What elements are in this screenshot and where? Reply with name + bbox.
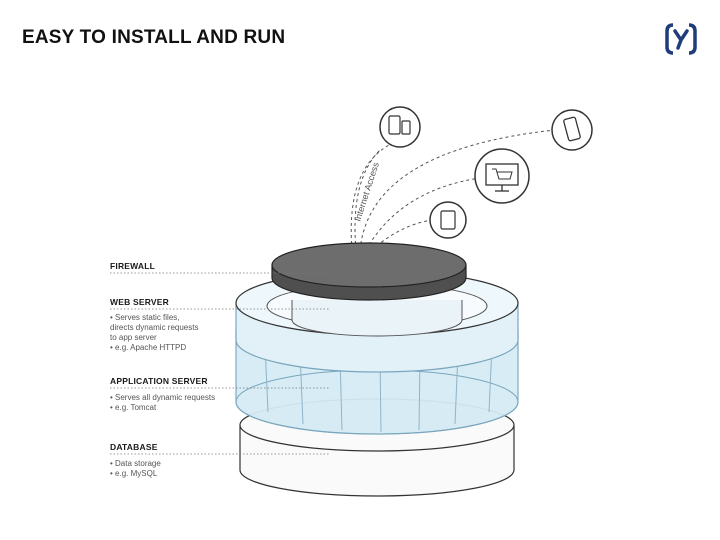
web-server-detail: • e.g. Apache HTTPD bbox=[110, 343, 187, 352]
application-server-details: • Serves all dynamic requests • e.g. Tom… bbox=[110, 393, 215, 413]
tablet-icon bbox=[429, 201, 467, 239]
web-server-details: • Serves static files, directs dynamic r… bbox=[110, 313, 198, 353]
database-detail: • Data storage bbox=[110, 459, 161, 468]
mobile-phone-icon bbox=[551, 109, 593, 151]
phone-tablet-icon bbox=[379, 106, 421, 148]
bracket-y-logo-icon bbox=[665, 23, 697, 55]
shopping-cart-monitor-icon bbox=[474, 148, 530, 204]
firewall-disk bbox=[271, 242, 467, 301]
web-server-detail: to app server bbox=[110, 333, 157, 342]
web-server-detail: directs dynamic requests bbox=[110, 323, 199, 332]
internet-access-label: Internet Access bbox=[352, 161, 381, 223]
firewall-label: FIREWALL bbox=[110, 261, 156, 271]
database-label: DATABASE bbox=[110, 442, 158, 452]
application-server-label: APPLICATION SERVER bbox=[110, 376, 208, 386]
database-detail: • e.g. MySQL bbox=[110, 469, 158, 478]
internet-connections bbox=[350, 129, 556, 251]
application-server-detail: • Serves all dynamic requests bbox=[110, 393, 216, 402]
web-server-detail: • Serves static files, bbox=[110, 313, 180, 322]
leader-lines bbox=[110, 272, 330, 455]
web-server-label: WEB SERVER bbox=[110, 297, 169, 307]
slide-title: EASY TO INSTALL AND RUN bbox=[22, 27, 286, 48]
database-details: • Data storage • e.g. MySQL bbox=[110, 459, 161, 479]
application-server-detail: • e.g. Tomcat bbox=[110, 403, 157, 412]
